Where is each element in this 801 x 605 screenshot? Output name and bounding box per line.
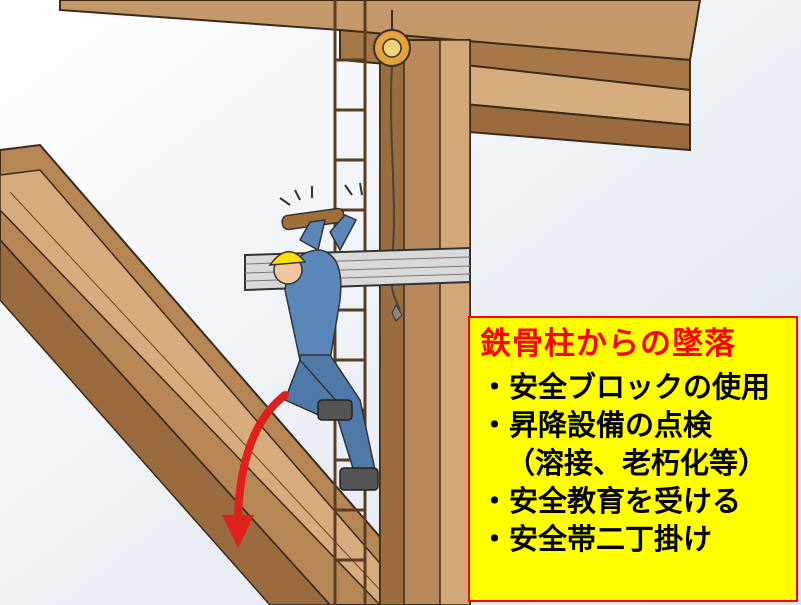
notice-item-safety-block: ・安全ブロックの使用 — [480, 370, 771, 404]
notice-item-double-lanyard: ・安全帯二丁掛け — [480, 522, 713, 556]
falling-worker — [268, 207, 379, 491]
fall-direction-arrow-icon — [222, 391, 289, 548]
top-steel-beam — [59, 0, 702, 152]
motion-lines-icon — [279, 182, 363, 206]
notice-item-safety-training: ・安全教育を受ける — [480, 484, 742, 518]
notice-item-ladder-inspection: ・昇降設備の点検 — [480, 408, 713, 442]
notice-item-inspection-detail: （溶接、老朽化等） — [506, 446, 768, 480]
notice-title: 鉄骨柱からの墜落 — [480, 326, 736, 362]
safety-block-reel-icon — [373, 10, 411, 322]
safety-notice-box: 鉄骨柱からの墜落 ・安全ブロックの使用 ・昇降設備の点検 （溶接、老朽化等） ・… — [468, 316, 798, 602]
diagonal-steel-beam — [0, 143, 402, 605]
steel-column — [379, 39, 471, 605]
